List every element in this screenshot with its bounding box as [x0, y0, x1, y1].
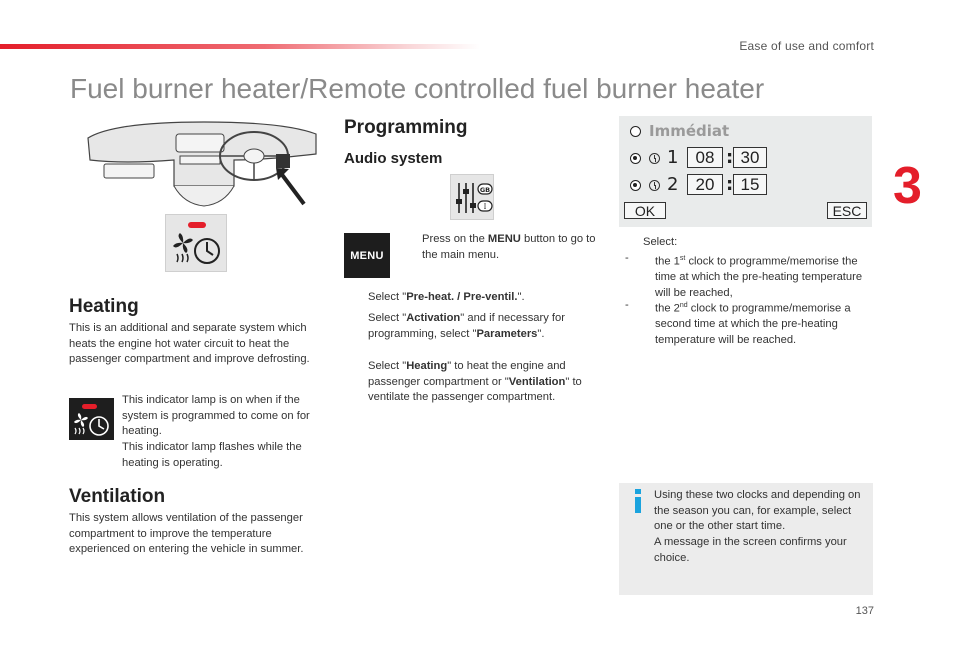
page-number: 137	[855, 605, 874, 617]
lamp-description-flashing: This indicator lamp flashes while the he…	[122, 441, 302, 469]
clock-2-label: 2	[667, 174, 679, 195]
radio-clock-1	[630, 153, 641, 164]
heating-description: This is an additional and separate syste…	[69, 322, 310, 366]
ok-button-image: OK	[624, 202, 666, 219]
ventilation-description: This system allows ventilation of the pa…	[69, 512, 304, 556]
clock-icon	[649, 180, 660, 191]
step-select-activation: Select "Activation" and if necessary for…	[368, 312, 565, 340]
svg-text:GB: GB	[480, 186, 490, 194]
step-press-menu: Press on the MENU button to go to the ma…	[422, 233, 596, 261]
indicator-lamp-image	[69, 398, 114, 440]
select-clock-2: - the 2nd clock to programme/memorise a …	[625, 299, 851, 346]
clock-1-hour: 08	[687, 147, 723, 168]
info-icon	[635, 489, 641, 513]
step-select-heating: Select "Heating" to heat the engine and …	[368, 360, 582, 404]
section-header: Ease of use and comfort	[739, 39, 874, 53]
time-separator: :	[726, 174, 734, 195]
info-text-1: Using these two clocks and depending on …	[654, 489, 861, 533]
heating-heading: Heating	[69, 296, 139, 317]
programming-heading: Programming	[344, 117, 468, 138]
radio-clock-2	[630, 180, 641, 191]
info-box	[619, 483, 873, 595]
dash-mark: -	[625, 252, 629, 264]
top-accent-bar	[0, 44, 480, 49]
info-text-2: A message in the screen confirms your ch…	[654, 536, 847, 564]
sliders-icon: GB I	[456, 183, 493, 213]
dashboard-illustration	[87, 121, 317, 207]
audio-system-subheading: Audio system	[344, 150, 443, 167]
step-select-preheat: Select "Pre-heat. / Pre-ventil.".	[368, 291, 525, 303]
clock-icon	[649, 153, 660, 164]
clock-1-label: 1	[667, 147, 679, 168]
clock-2-minute: 15	[733, 174, 767, 195]
audio-settings-image: GB I	[450, 174, 494, 220]
time-separator: :	[726, 147, 734, 168]
svg-text:I: I	[484, 203, 487, 211]
fan-timer-icon	[173, 222, 220, 264]
preheat-screen-image: Immédiat 1 08 : 30 2 20 : 15 OK ESC	[619, 116, 872, 227]
menu-button-image: MENU	[344, 233, 390, 278]
select-clock-1: - the 1st clock to programme/memorise th…	[625, 252, 863, 299]
dash-mark: -	[625, 299, 629, 311]
clock-2-hour: 20	[687, 174, 723, 195]
select-intro: Select:	[643, 236, 678, 248]
chapter-number: 3	[893, 157, 922, 215]
radio-immediate	[630, 126, 641, 137]
clock-1-minute: 30	[733, 147, 767, 168]
heater-indicator-icon	[74, 404, 109, 436]
page-title: Fuel burner heater/Remote controlled fue…	[70, 73, 765, 104]
immediate-label: Immédiat	[649, 122, 730, 140]
lamp-description-on: This indicator lamp is on when if the sy…	[122, 394, 310, 438]
ventilation-heading: Ventilation	[69, 486, 166, 507]
esc-button-image: ESC	[827, 202, 867, 219]
heater-control-panel-image	[165, 214, 227, 272]
